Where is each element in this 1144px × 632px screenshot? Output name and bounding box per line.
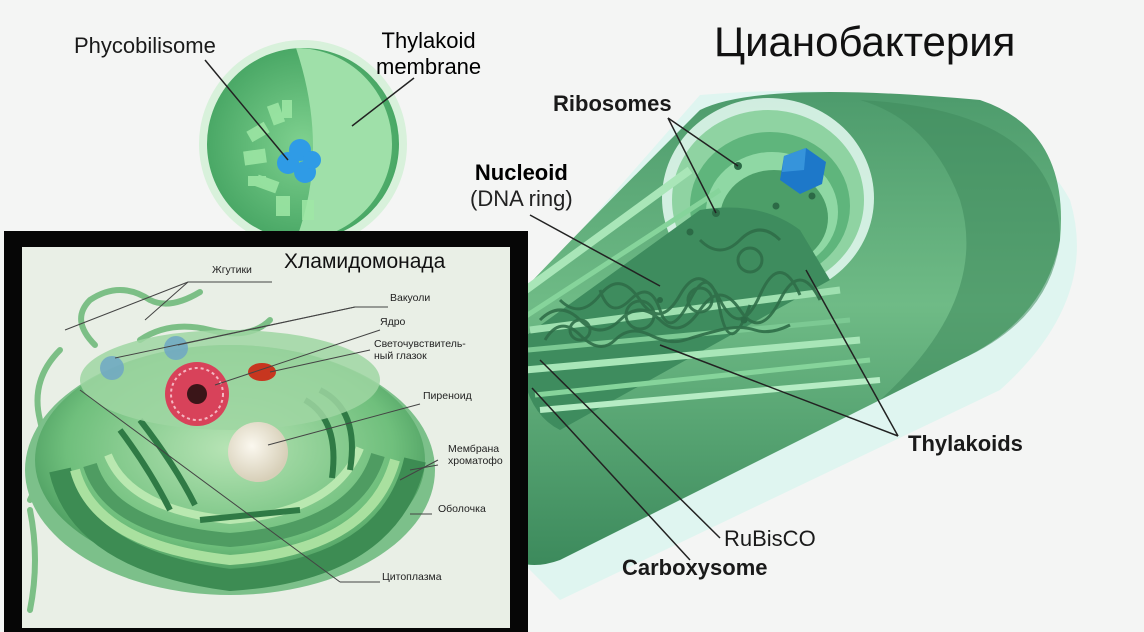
label-dna-ring: (DNA ring)	[470, 186, 573, 212]
label-thylakoids: Thylakoids	[908, 432, 1023, 455]
label-vacuoles: Вакуоли	[390, 292, 430, 304]
pyrenoid-body	[228, 422, 288, 482]
label-thylakoid-membrane-line1: Thylakoid	[376, 28, 481, 54]
label-rubisco: RuBisCO	[724, 527, 816, 550]
label-shell: Оболочка	[438, 503, 486, 515]
vacuole-1	[100, 356, 124, 380]
label-carboxysome: Carboxysome	[622, 556, 768, 579]
inset-title: Хламидомонада	[284, 250, 445, 274]
label-nucleoid: Nucleoid (DNA ring)	[470, 160, 573, 212]
label-cytoplasm: Цитоплазма	[382, 571, 442, 583]
label-thylakoid-membrane-line2: membrane	[376, 54, 481, 80]
label-chromatophore-line2: хроматофо	[448, 455, 503, 467]
nucleus-body	[165, 362, 229, 426]
label-flagella: Жгутики	[212, 264, 252, 276]
vacuole-2	[164, 336, 188, 360]
label-chromatophore-membrane: Мембрана хроматофо	[448, 443, 503, 467]
label-eyespot-line1: Светочувствитель-	[374, 338, 466, 350]
label-thylakoid-membrane: Thylakoid membrane	[376, 28, 481, 80]
page-title: Цианобактерия	[714, 18, 1015, 66]
label-chromatophore-line1: Мембрана	[448, 443, 503, 455]
label-pyrenoid: Пиреноид	[423, 390, 472, 402]
label-nucleoid-title: Nucleoid	[470, 160, 573, 186]
label-eyespot-line2: ный глазок	[374, 350, 466, 362]
label-phycobilisome: Phycobilisome	[74, 34, 216, 57]
label-nucleus: Ядро	[380, 316, 405, 328]
label-ribosomes: Ribosomes	[553, 92, 672, 115]
label-eyespot: Светочувствитель- ный глазок	[374, 338, 466, 362]
